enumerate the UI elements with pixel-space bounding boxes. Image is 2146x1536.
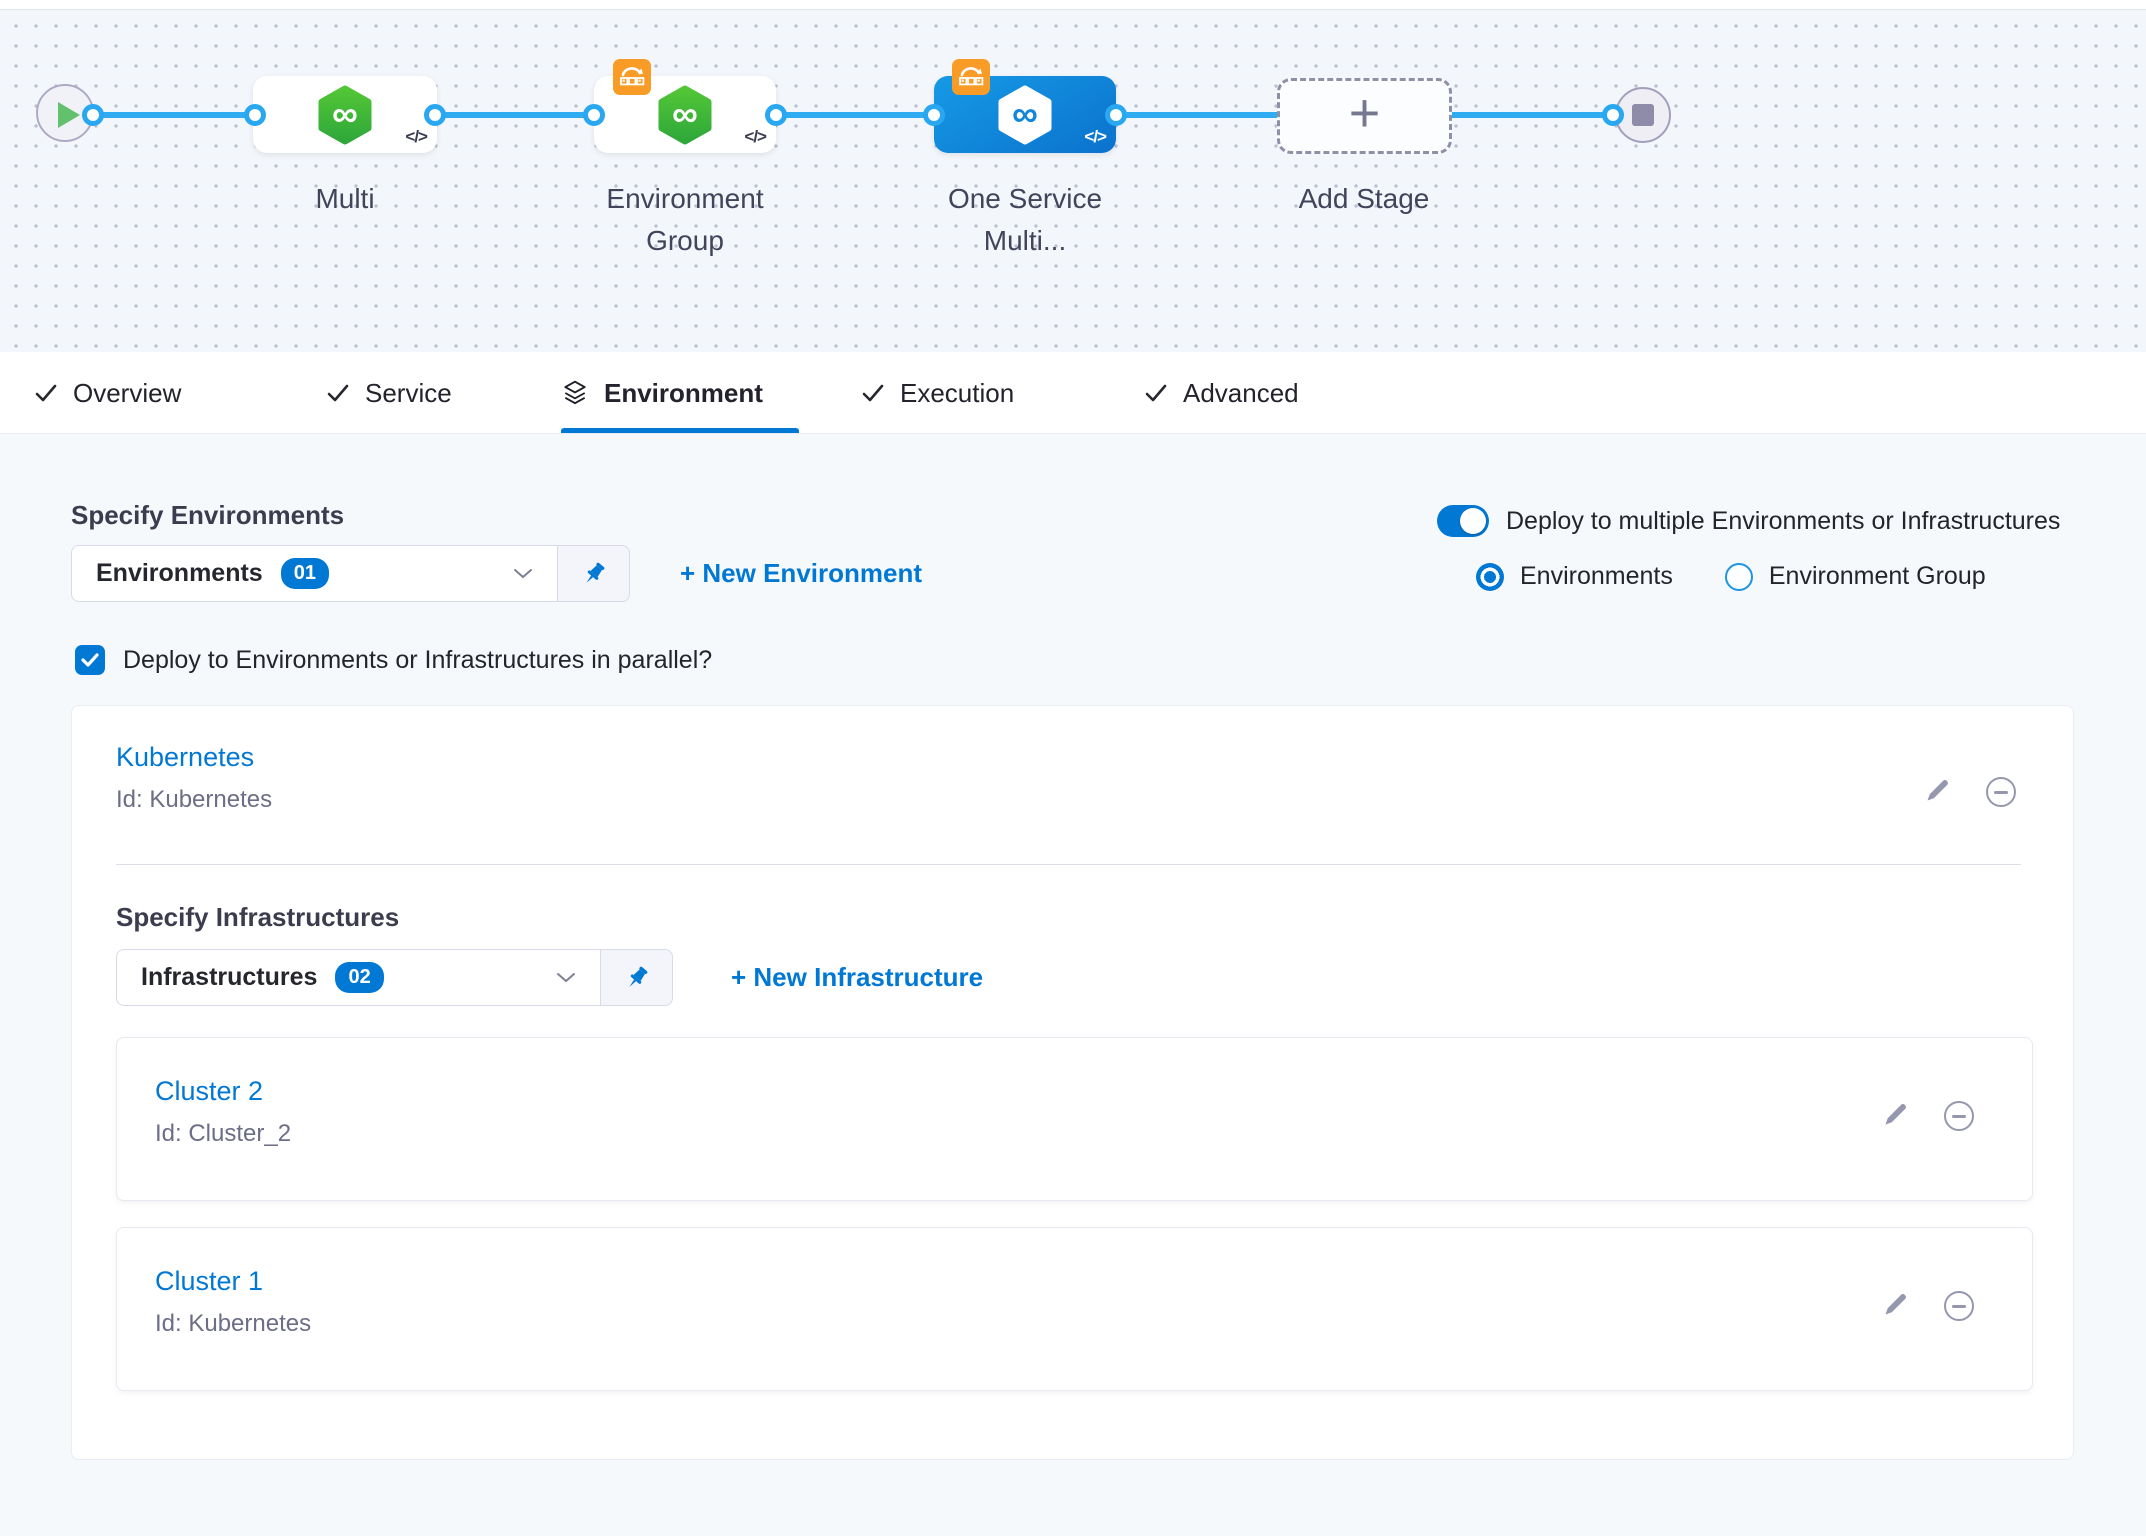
port-multi-out[interactable]	[424, 104, 446, 126]
infrastructure-card: Cluster 2 Id: Cluster_2	[116, 1037, 2033, 1201]
remove-infrastructure-icon[interactable]	[1944, 1101, 1974, 1131]
svg-text:∞: ∞	[332, 93, 358, 134]
tab-execution[interactable]: Execution	[861, 352, 1014, 434]
pin-icon	[586, 562, 604, 583]
code-icon: </>	[744, 127, 767, 146]
infrastructure-card: Cluster 1 Id: Kubernetes	[116, 1227, 2033, 1391]
port-oneservice-out[interactable]	[1105, 104, 1127, 126]
pin-infrastructures-button[interactable]	[600, 949, 673, 1006]
pin-icon	[629, 966, 647, 987]
pipeline-start-button[interactable]	[36, 84, 94, 142]
tab-label: Overview	[73, 377, 182, 408]
environments-dropdown-label: Environments	[96, 559, 263, 587]
parallel-checkbox-row: Deploy to Environments or Infrastructure…	[75, 645, 712, 675]
radio-environments[interactable]	[1476, 562, 1504, 591]
infrastructure-id-text: Id: Kubernetes	[155, 1310, 312, 1337]
tab-label: Advanced	[1183, 377, 1299, 408]
tab-label: Execution	[900, 377, 1015, 408]
stage-label-multi: Multi	[315, 183, 375, 214]
parallel-checkbox-label[interactable]: Deploy to Environments or Infrastructure…	[123, 645, 713, 674]
edit-infrastructure-icon[interactable]	[1882, 1290, 1910, 1318]
environment-card: Kubernetes Id: Kubernetes Specify Infras…	[71, 705, 2074, 1460]
edit-environment-icon[interactable]	[1924, 776, 1952, 804]
infrastructure-title-link[interactable]: Cluster 2	[155, 1076, 264, 1106]
port-end-in[interactable]	[1602, 104, 1624, 126]
active-tab-underline	[561, 428, 799, 433]
port-envgroup-in[interactable]	[583, 104, 605, 126]
rolling-deployment-badge-icon	[952, 59, 990, 95]
toggle-knob	[1460, 508, 1486, 534]
tab-label: Service	[365, 377, 452, 408]
specify-environments-heading: Specify Environments	[71, 500, 345, 530]
deployment-icon: ∞	[658, 85, 712, 144]
remove-environment-icon[interactable]	[1986, 777, 2016, 807]
port-start-out[interactable]	[82, 104, 104, 126]
parallel-checkbox[interactable]	[75, 645, 105, 675]
code-icon: </>	[1084, 127, 1107, 146]
stage-label-add-stage: Add Stage	[1298, 183, 1430, 214]
check-icon	[35, 384, 57, 402]
code-icon: </>	[405, 127, 428, 146]
check-icon	[862, 384, 884, 402]
tab-overview[interactable]: Overview	[34, 352, 181, 434]
stage-node-environment-group[interactable]: ∞ </>	[594, 76, 776, 153]
check-icon	[1145, 384, 1167, 402]
chevron-down-icon	[514, 569, 532, 579]
environment-type-radio-group: Environments Environment Group	[1476, 562, 1986, 591]
deploy-multiple-toggle-row: Deploy to multiple Environments or Infra…	[1437, 505, 2060, 537]
tab-advanced[interactable]: Advanced	[1144, 352, 1299, 434]
new-infrastructure-link[interactable]: + New Infrastructure	[731, 962, 984, 992]
plus-icon: +	[1348, 83, 1381, 143]
stage-node-multi[interactable]: ∞ </>	[253, 76, 437, 153]
infrastructures-dropdown[interactable]: Infrastructures 02	[116, 949, 674, 1006]
environments-count-badge: 01	[280, 558, 329, 589]
environment-tab-content: Specify Environments Environments 01	[0, 434, 2146, 1535]
stop-icon	[1632, 104, 1654, 126]
stage-tabbar: Overview Service Environment Execution A…	[0, 352, 2146, 434]
environment-tab-icon	[564, 380, 586, 405]
pin-environments-button[interactable]	[557, 545, 630, 602]
top-divider	[0, 0, 2146, 10]
chevron-down-icon	[557, 973, 575, 983]
check-icon	[81, 653, 99, 667]
edit-infrastructure-icon[interactable]	[1882, 1100, 1910, 1128]
pipeline-canvas: ∞ </> ∞ </>	[0, 10, 2146, 352]
svg-text:∞: ∞	[1012, 93, 1038, 134]
environments-dropdown-field[interactable]: Environments 01	[71, 545, 558, 602]
infrastructure-id-text: Id: Cluster_2	[155, 1120, 292, 1147]
pipeline-edge-line	[66, 112, 1643, 118]
play-icon	[58, 102, 80, 128]
svg-text:∞: ∞	[672, 93, 698, 134]
radio-environment-group-label[interactable]: Environment Group	[1768, 562, 1986, 590]
environment-title-link[interactable]: Kubernetes	[116, 742, 255, 772]
check-icon	[327, 384, 349, 402]
pipeline-end-button[interactable]	[1615, 87, 1671, 143]
card-divider	[116, 864, 2021, 865]
environment-id-text: Id: Kubernetes	[116, 786, 273, 813]
specify-infrastructures-heading: Specify Infrastructures	[116, 902, 400, 932]
add-stage-button[interactable]: +	[1277, 78, 1452, 154]
rolling-deployment-badge-icon	[613, 59, 651, 95]
radio-environments-label[interactable]: Environments	[1520, 562, 1673, 590]
deployment-icon: ∞	[318, 85, 372, 144]
port-oneservice-in[interactable]	[923, 104, 945, 126]
infrastructure-title-link[interactable]: Cluster 1	[155, 1266, 264, 1296]
tab-service[interactable]: Service	[326, 352, 452, 434]
tab-environment[interactable]: Environment	[561, 352, 763, 434]
infrastructures-dropdown-field[interactable]: Infrastructures 02	[116, 949, 601, 1006]
environments-dropdown[interactable]: Environments 01	[71, 545, 631, 602]
remove-infrastructure-icon[interactable]	[1944, 1291, 1974, 1321]
deployment-icon: ∞	[998, 85, 1052, 144]
deploy-multiple-toggle-label: Deploy to multiple Environments or Infra…	[1506, 506, 2061, 535]
port-envgroup-out[interactable]	[765, 104, 787, 126]
deploy-multiple-toggle[interactable]	[1437, 505, 1489, 537]
infrastructures-dropdown-label: Infrastructures	[141, 963, 318, 991]
infrastructures-count-badge: 02	[335, 962, 384, 993]
radio-environment-group[interactable]	[1724, 562, 1753, 591]
new-environment-link[interactable]: + New Environment	[680, 558, 922, 588]
port-multi-in[interactable]	[244, 104, 266, 126]
tab-label: Environment	[604, 377, 763, 408]
